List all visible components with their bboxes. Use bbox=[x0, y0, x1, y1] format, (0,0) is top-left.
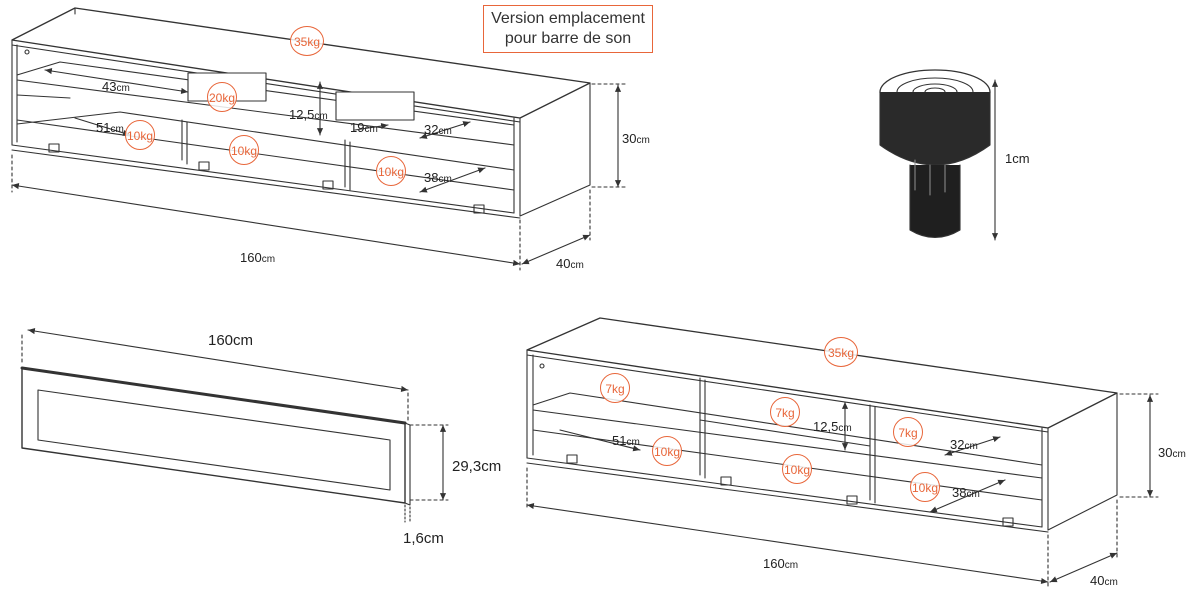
soundbar-load-badge: 20kg bbox=[207, 82, 237, 112]
shelf-width-label: 43cm bbox=[102, 79, 130, 94]
top-shelf-gap-label: 12,5cm bbox=[289, 107, 328, 122]
panel-height-label: 29,3cm bbox=[452, 458, 502, 475]
top-right-load-badge: 10kg bbox=[376, 156, 406, 186]
lower-left-load-badge: 10kg bbox=[652, 436, 682, 466]
top-inner-depth-label: 32cm bbox=[424, 122, 452, 137]
lower-right-load-badge: 10kg bbox=[910, 472, 940, 502]
top-load-badge: 35kg bbox=[290, 26, 324, 56]
lower-middle-load-badge: 10kg bbox=[782, 454, 812, 484]
foot-height-label: 1cm bbox=[1005, 151, 1030, 166]
upper-left-load-badge: 7kg bbox=[600, 373, 630, 403]
bottom-compartment-width-label: 51cm bbox=[612, 433, 640, 448]
bottom-shelf-gap-label: 12,5cm bbox=[813, 419, 852, 434]
bottom-cabinet-dimensions bbox=[526, 393, 1159, 589]
bottom-depth-label: 40cm bbox=[1090, 573, 1118, 588]
glass-panel-drawing bbox=[20, 328, 449, 523]
bottom-top-load-badge: 35kg bbox=[824, 337, 858, 367]
note-line-1: Version emplacement bbox=[491, 10, 645, 27]
soundbar-version-note: Version emplacement pour barre de son bbox=[483, 5, 653, 53]
top-lower-depth-label: 38cm bbox=[424, 170, 452, 185]
bottom-height-label: 30cm bbox=[1158, 445, 1186, 460]
bottom-cabinet-drawing bbox=[526, 317, 1118, 533]
bottom-width-label: 160cm bbox=[763, 556, 799, 571]
bottom-lower-depth-label: 38cm bbox=[952, 485, 980, 500]
foot-drawing bbox=[879, 69, 999, 241]
top-middle-load-badge: 10kg bbox=[229, 135, 259, 165]
top-depth-label: 40cm bbox=[556, 256, 584, 271]
panel-thickness-label: 1,6cm bbox=[403, 530, 444, 547]
bottom-inner-depth-label: 32cm bbox=[950, 437, 978, 452]
upper-right-load-badge: 7kg bbox=[893, 417, 923, 447]
note-line-2: pour barre de son bbox=[504, 30, 632, 47]
panel-width-label: 160cm bbox=[208, 332, 254, 349]
small-width-label: 19cm bbox=[350, 120, 378, 135]
top-left-load-badge: 10kg bbox=[125, 120, 155, 150]
top-height-label: 30cm bbox=[622, 131, 650, 146]
top-cabinet-dimensions bbox=[11, 68, 626, 271]
top-compartment-width-label: 51cm bbox=[96, 120, 124, 135]
upper-middle-load-badge: 7kg bbox=[770, 397, 800, 427]
top-width-label: 160cm bbox=[240, 250, 276, 265]
